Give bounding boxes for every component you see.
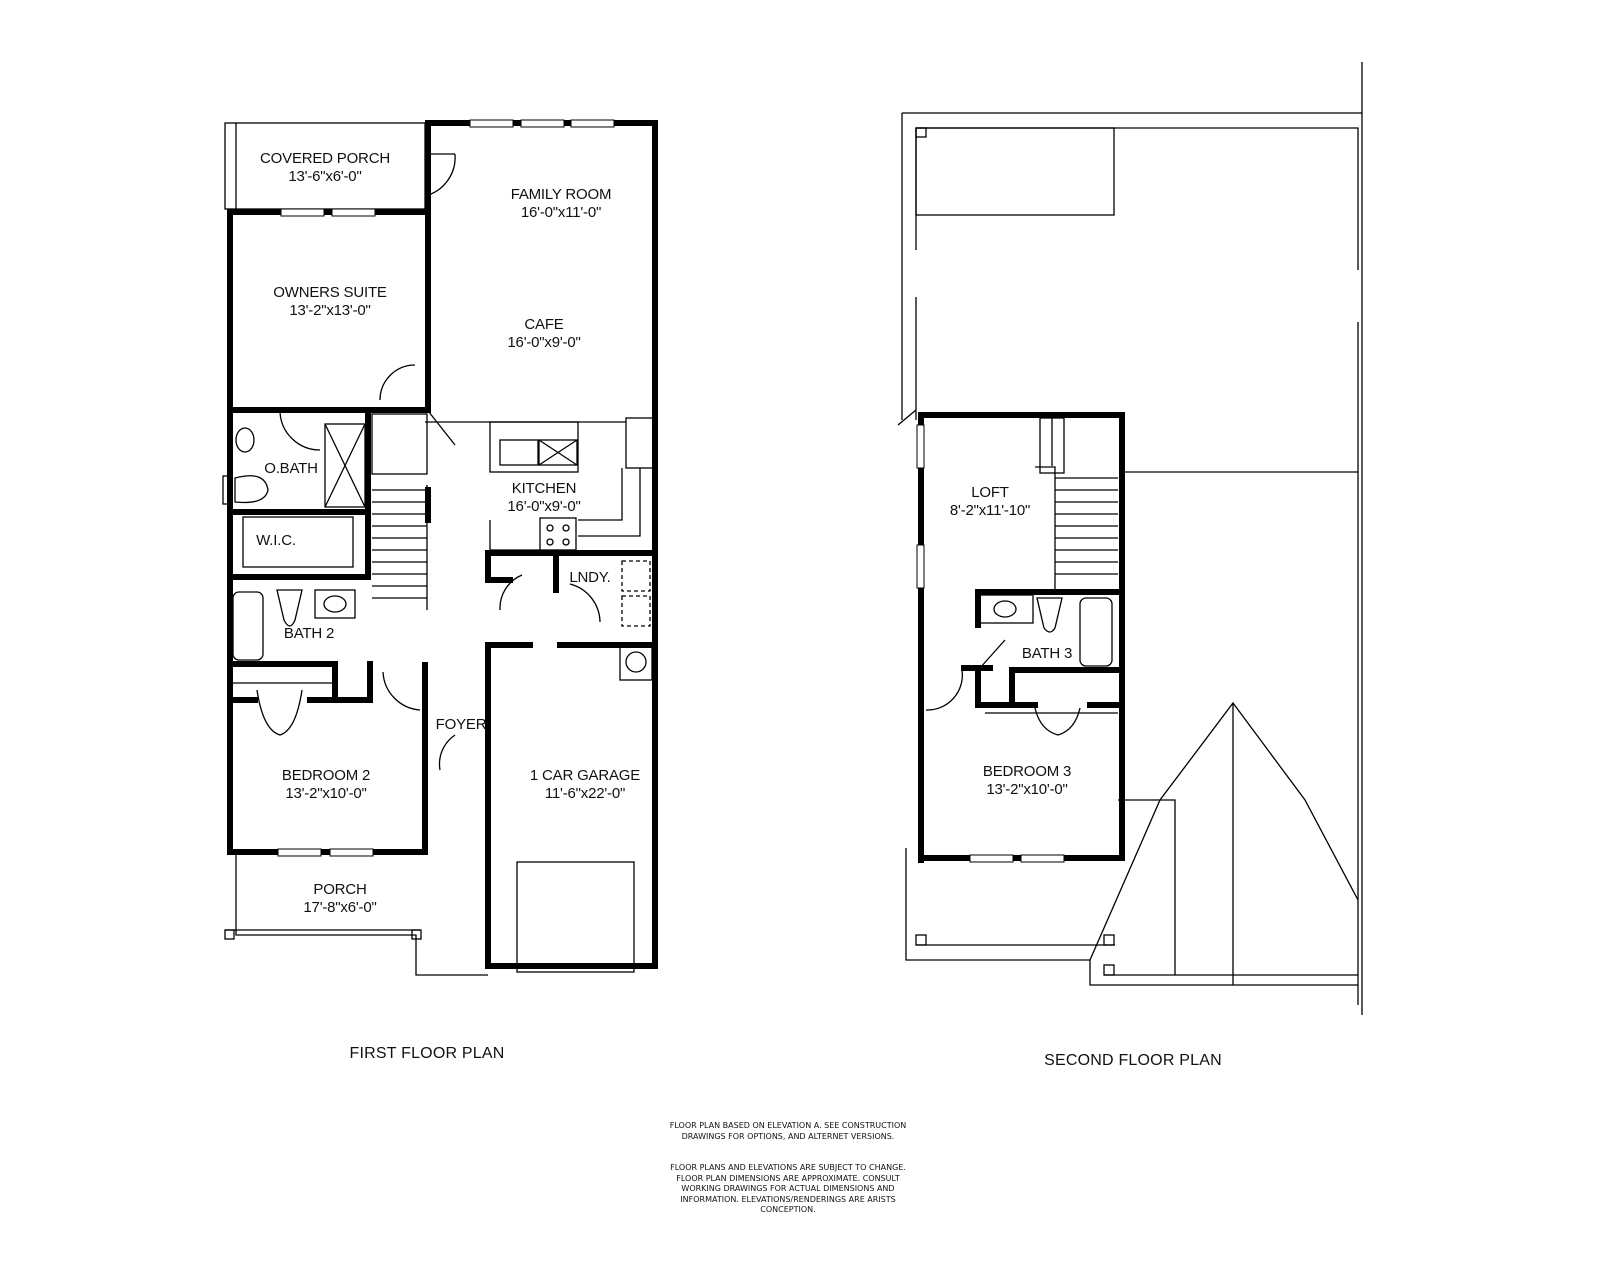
disclaimer-note-elevation: FLOOR PLAN BASED ON ELEVATION A. SEE CON… — [670, 1121, 907, 1142]
room-foyer: FOYER — [436, 716, 487, 734]
note-line: DRAWINGS FOR OPTIONS, AND ALTERNET VERSI… — [681, 1131, 895, 1141]
first-floor-walls — [227, 120, 658, 969]
second-floor-stairs — [1055, 477, 1118, 575]
room-dimensions: 17'-8"x6'-0" — [303, 899, 377, 916]
room-loft: LOFT 8'-2"x11'-10" — [950, 484, 1030, 520]
room-name: 1 CAR GARAGE — [529, 767, 641, 784]
note-line: FLOOR PLAN BASED ON ELEVATION A. SEE CON… — [669, 1121, 907, 1130]
room-bedroom-3: BEDROOM 3 13'-2"x10'-0" — [983, 763, 1071, 799]
room-name: PORCH — [313, 881, 367, 898]
room-garage: 1 CAR GARAGE 11'-6"x22'-0" — [530, 767, 640, 803]
room-name: BATH 2 — [283, 625, 335, 642]
room-porch: PORCH 17'-8"x6'-0" — [303, 881, 376, 917]
room-kitchen: KITCHEN 16'-0"x9'-0" — [507, 480, 580, 516]
room-bath-2: BATH 2 — [284, 625, 334, 643]
room-cafe: CAFE 16'-0"x9'-0" — [507, 316, 580, 352]
room-dimensions: 16'-0"x9'-0" — [507, 498, 581, 515]
room-owners-bath: O.BATH — [264, 460, 318, 478]
room-dimensions: 13'-2"x13'-0" — [289, 302, 371, 319]
note-line: WORKING DRAWINGS FOR ACTUAL DIMENSIONS A… — [681, 1184, 895, 1193]
room-name: FOYER — [435, 716, 487, 733]
room-family-room: FAMILY ROOM 16'-0"x11'-0" — [511, 186, 612, 222]
second-floor-plan-title: SECOND FLOOR PLAN — [1044, 1052, 1222, 1069]
first-floor-stairs — [372, 485, 428, 610]
first-floor-thin-lines — [222, 122, 657, 976]
room-bedroom-2: BEDROOM 2 13'-2"x10'-0" — [282, 767, 370, 803]
room-name: OWNERS SUITE — [273, 284, 387, 301]
room-bath-3: BATH 3 — [1022, 645, 1072, 663]
note-line: FLOOR PLANS AND ELEVATIONS ARE SUBJECT T… — [670, 1163, 906, 1172]
note-line: CONCEPTION. — [760, 1205, 816, 1214]
room-laundry: LNDY. — [569, 569, 610, 587]
disclaimer-note-changes: FLOOR PLANS AND ELEVATIONS ARE SUBJECT T… — [670, 1163, 906, 1216]
first-floor-plan-title: FIRST FLOOR PLAN — [349, 1045, 505, 1062]
room-name: COVERED PORCH — [260, 150, 390, 167]
room-name: FAMILY ROOM — [510, 186, 612, 203]
room-dimensions: 13'-2"x10'-0" — [285, 785, 367, 802]
room-name: BEDROOM 3 — [982, 763, 1072, 780]
room-name: CAFE — [524, 316, 564, 333]
second-floor-roof-lines — [897, 62, 1363, 1015]
room-dimensions: 13'-2"x10'-0" — [986, 781, 1068, 798]
room-name: LNDY. — [569, 569, 611, 586]
room-dimensions: 16'-0"x9'-0" — [507, 334, 581, 351]
room-walk-in-closet: W.I.C. — [256, 532, 296, 550]
room-dimensions: 8'-2"x11'-10" — [949, 502, 1031, 519]
room-name: W.I.C. — [256, 532, 296, 549]
room-covered-porch: COVERED PORCH 13'-6"x6'-0" — [260, 150, 390, 186]
room-owners-suite: OWNERS SUITE 13'-2"x13'-0" — [273, 284, 387, 320]
room-dimensions: 11'-6"x22'-0" — [544, 785, 626, 802]
room-name: BATH 3 — [1021, 645, 1073, 662]
first-floor-windows — [277, 119, 615, 857]
room-name: KITCHEN — [511, 480, 577, 497]
room-name: BEDROOM 2 — [281, 767, 371, 784]
second-floor-windows — [916, 424, 1065, 863]
room-name: LOFT — [971, 484, 1009, 501]
room-dimensions: 16'-0"x11'-0" — [520, 204, 602, 221]
note-line: INFORMATION. ELEVATIONS/RENDERINGS ARE A… — [680, 1194, 896, 1204]
note-line: FLOOR PLAN DIMENSIONS ARE APPROXIMATE. C… — [676, 1173, 900, 1183]
room-name: O.BATH — [264, 460, 318, 477]
room-dimensions: 13'-6"x6'-0" — [288, 168, 362, 185]
